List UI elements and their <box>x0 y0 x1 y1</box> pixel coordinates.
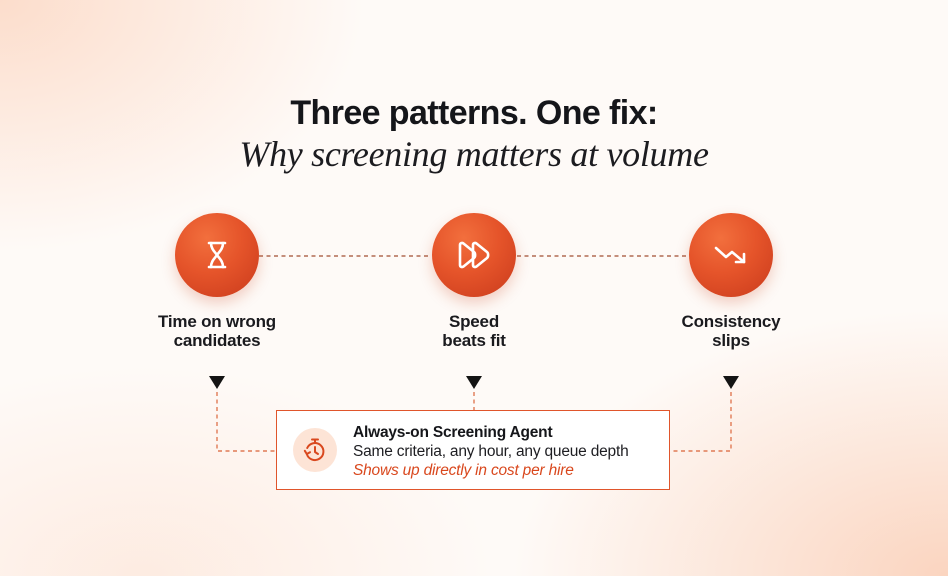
title-block: Three patterns. One fix: Why screening m… <box>0 92 948 174</box>
agent-description: Same criteria, any hour, any queue depth <box>353 443 629 460</box>
agent-text-block: Always-on Screening Agent Same criteria,… <box>353 423 663 480</box>
node-label-line: beats fit <box>442 331 506 350</box>
fast-forward-icon <box>458 241 490 269</box>
connector-left-to-card <box>216 392 276 452</box>
node-label-line: Consistency <box>681 312 781 331</box>
agent-icon-badge <box>293 428 337 472</box>
trending-down-icon <box>714 246 746 264</box>
arrow-down-node3 <box>723 376 739 389</box>
agent-tagline: Shows up directly in cost per hire <box>353 462 574 479</box>
node-label-time-on-wrong-candidates: Time on wrong candidates <box>127 312 307 350</box>
screening-agent-card: Always-on Screening Agent Same criteria,… <box>276 410 670 490</box>
page-title: Three patterns. One fix: <box>290 94 658 132</box>
node-label-line: candidates <box>173 331 261 350</box>
node-consistency-slips <box>689 213 773 297</box>
node-time-on-wrong-candidates <box>175 213 259 297</box>
node-label-consistency-slips: Consistency slips <box>641 312 821 350</box>
node-speed-beats-fit <box>432 213 516 297</box>
node-label-speed-beats-fit: Speed beats fit <box>384 312 564 350</box>
node-label-line: Speed <box>448 312 500 331</box>
page-subtitle: Why screening matters at volume <box>239 134 709 174</box>
arrow-down-node1 <box>209 376 225 389</box>
node-label-line: Time on wrong <box>158 312 276 331</box>
arrow-down-node2 <box>466 376 482 389</box>
connector-right-to-card <box>670 392 732 452</box>
hourglass-icon <box>207 241 227 269</box>
node-label-line: slips <box>712 331 750 350</box>
agent-title: Always-on Screening Agent <box>353 424 553 441</box>
timer-refresh-icon <box>303 438 325 461</box>
